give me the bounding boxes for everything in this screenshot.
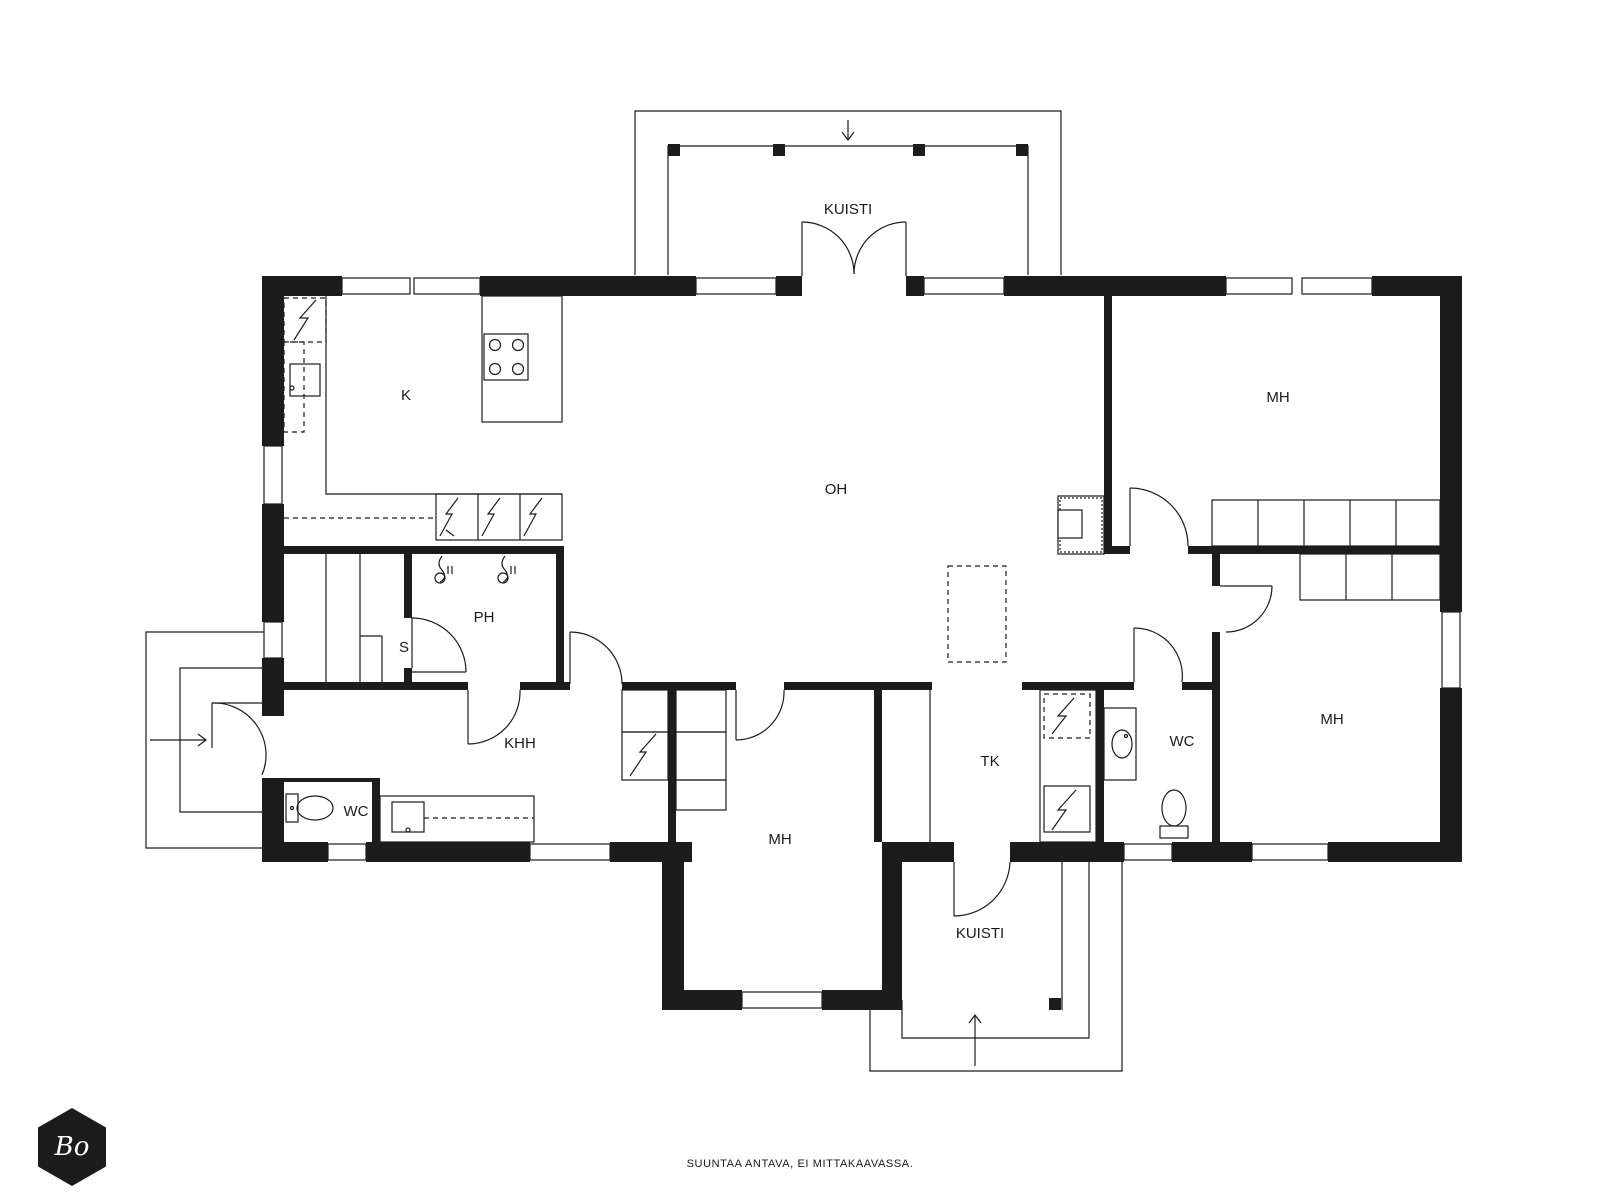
shower-icon	[497, 555, 516, 584]
room-label-mh-right: MH	[1320, 711, 1343, 728]
room-label-wc-right: WC	[1170, 733, 1195, 750]
shower-icon	[434, 555, 453, 584]
sink-icon	[1103, 707, 1137, 781]
fireplace	[1057, 495, 1105, 555]
room-label-kuisti-top: KUISTI	[824, 201, 872, 218]
brand-logo	[38, 1108, 106, 1186]
door-swing-icon	[467, 689, 521, 745]
double-door-icon	[801, 221, 907, 276]
porch-top	[634, 110, 1062, 276]
entry-arrow-icon	[841, 120, 855, 141]
room-label-khh: KHH	[504, 735, 536, 752]
logo-text: Bo	[54, 1132, 90, 1162]
door-swing-icon	[1220, 585, 1273, 633]
entry-arrow-icon	[968, 1014, 982, 1066]
room-label-wc-left: WC	[344, 803, 369, 820]
porch-left	[145, 631, 267, 849]
door-swing-icon	[953, 861, 1011, 917]
room-label-k: K	[401, 387, 411, 404]
interior-walls	[284, 296, 1440, 862]
entry-arrow-icon	[150, 733, 207, 747]
tk-fixtures	[929, 689, 1097, 843]
room-label-mh-bottom: MH	[768, 831, 791, 848]
room-label-oh: OH	[825, 481, 848, 498]
disclaimer-text: SUUNTAA ANTAVA, EI MITTAKAAVASSA.	[686, 1158, 914, 1170]
utility-fixtures	[379, 689, 727, 843]
table-outline	[947, 565, 1007, 663]
door-swing-icon	[1129, 487, 1189, 547]
door-swing-icon	[211, 702, 267, 776]
door-swing-icon	[735, 689, 785, 741]
porch-bottom	[869, 862, 1123, 1072]
room-label-tk: TK	[980, 753, 999, 770]
door-swing-icon	[1133, 627, 1183, 683]
door-swing-icon	[569, 631, 623, 685]
toilet-icon	[285, 793, 334, 823]
door-swing-icon	[411, 617, 467, 673]
sauna-benches	[325, 554, 383, 682]
room-label-kuisti-bottom: KUISTI	[956, 925, 1004, 942]
kitchen-fixtures	[283, 295, 563, 541]
room-label-mh-top-right: MH	[1266, 389, 1289, 406]
interior-doors	[411, 487, 1273, 917]
room-label-s: S	[399, 639, 409, 656]
closets-top-right	[1211, 499, 1441, 601]
outer-walls	[262, 276, 1462, 1010]
toilet-icon	[1159, 789, 1189, 839]
room-label-ph: PH	[474, 609, 495, 626]
windows	[263, 277, 1461, 1009]
